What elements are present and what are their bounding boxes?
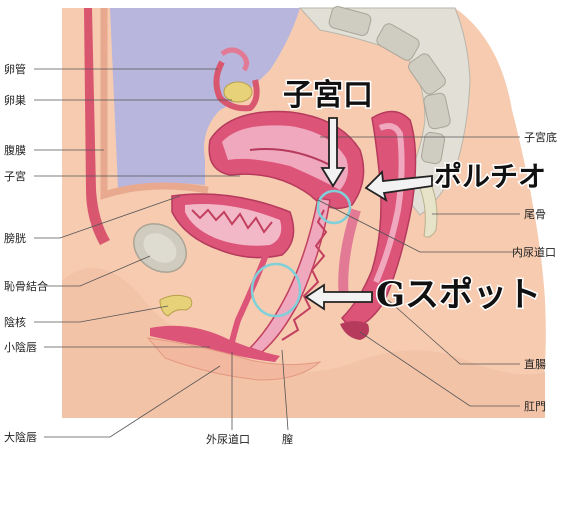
abdominal-wall — [84, 8, 110, 245]
g-spot-highlight-ring — [250, 262, 302, 318]
vertebrae — [328, 6, 451, 165]
callout-g-spot: Gスポット — [376, 275, 541, 315]
abdominal-cavity — [110, 8, 300, 188]
clitoris-organ — [159, 294, 193, 317]
coccyx-bone — [419, 177, 438, 238]
fallopian-tube — [213, 60, 260, 112]
label-peritoneum: 腹膜 — [4, 143, 26, 157]
right-labels: 子宮底 尾骨 内尿道口 直腸 肛門 — [512, 130, 557, 413]
label-uterus: 子宮 — [4, 169, 26, 183]
anus-organ — [340, 321, 369, 340]
leader-lines — [34, 68, 520, 438]
callout-arrows — [304, 117, 433, 311]
label-external-urethral-orifice: 外尿道口 — [206, 432, 250, 446]
cervix-highlight-ring — [316, 189, 352, 225]
peritoneum-line — [100, 8, 209, 200]
callout-cervix: 子宮口 — [283, 78, 373, 113]
labia-minora-organ — [150, 325, 280, 362]
g-spot-arrow-icon — [304, 283, 373, 311]
label-fundus: 子宮底 — [524, 130, 557, 144]
label-labia-minora: 小陰唇 — [4, 340, 37, 354]
ovary-organ — [223, 81, 253, 103]
label-pubic-symphysis: 恥骨結合 — [4, 279, 48, 293]
label-clitoris: 陰核 — [4, 315, 26, 329]
body-illustration — [62, 6, 546, 418]
bottom-labels: 外尿道口 膣 — [206, 432, 293, 446]
label-coccyx: 尾骨 — [524, 208, 546, 221]
label-fallopian-tube: 卵管 — [4, 62, 26, 76]
left-labels: 卵管 卵巣 腹膜 子宮 膀胱 恥骨結合 陰核 小陰唇 大陰唇 — [4, 62, 48, 444]
label-rectum: 直腸 — [524, 357, 546, 371]
portio-arrow-icon — [364, 170, 433, 202]
callout-portio: ポルチオ — [434, 160, 546, 193]
label-labia-majora: 大陰唇 — [4, 430, 37, 444]
thigh-shape — [62, 268, 545, 418]
cervix-arrow-icon — [320, 117, 346, 188]
label-internal-urethral-orifice: 内尿道口 — [512, 245, 556, 259]
label-ovary: 卵巣 — [4, 94, 26, 107]
label-vagina: 膣 — [282, 432, 293, 446]
callout-texts: 子宮口 ポルチオ Gスポット — [282, 77, 548, 317]
label-anus: 肛門 — [524, 400, 546, 413]
label-bladder: 膀胱 — [4, 231, 26, 245]
labia-majora-organ — [146, 337, 322, 381]
